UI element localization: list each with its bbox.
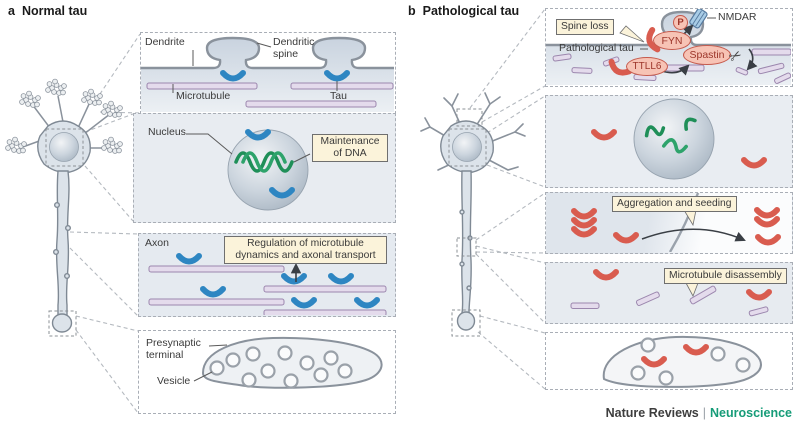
section-a-title: a Normal tau: [8, 4, 87, 18]
spine-loss-pointer: [619, 25, 645, 43]
ttll6-protein: TTLL6: [626, 57, 668, 76]
section-a-label: Normal tau: [21, 4, 88, 18]
section-a-letter: a: [8, 4, 15, 18]
microtubule-label: Microtubule: [176, 90, 231, 102]
panel-nucleus-pathological: [545, 95, 793, 188]
tau-icon: [294, 300, 314, 306]
spine-loss-callout: Spine loss: [556, 19, 614, 35]
phospho-badge: P: [673, 15, 688, 30]
pathological-neuron-nucleus: [452, 132, 482, 162]
nucleus-label: Nucleus: [148, 126, 186, 138]
pathological-tau-icon: [744, 160, 764, 166]
panel-disassembly: Microtubule disassembly: [545, 262, 793, 324]
panel-nucleus-normal: Nucleus Maintenance of DNA: [133, 113, 396, 223]
panel-spine-loss: Spine loss Pathological tau NMDAR P FYN …: [545, 8, 793, 87]
section-b-title: b Pathological tau: [408, 4, 519, 18]
section-b-label: Pathological tau: [422, 4, 520, 18]
pathological-tau-label: Pathological tau: [559, 42, 634, 54]
connector-lines-right: [469, 8, 546, 390]
normal-neuron-nucleus: [49, 132, 79, 162]
tau-icon: [331, 276, 351, 282]
dendrite-panel-art: [141, 36, 394, 112]
panel-presynaptic-pathological: [545, 332, 793, 390]
seeding-arrow: [641, 228, 746, 242]
journal-subject: Neuroscience: [710, 406, 792, 420]
fragmented-dna-icon: [644, 117, 697, 154]
fyn-protein: FYN: [653, 31, 691, 50]
journal-separator: |: [702, 406, 707, 420]
severing-arrow: [746, 48, 758, 71]
dendritic-spine-label: Dendritic spine: [273, 36, 315, 60]
tau-icon: [284, 276, 304, 282]
nucleus-pathological-art: [546, 98, 791, 180]
tau-icon: [203, 289, 223, 295]
pathological-tau-icon: [594, 132, 614, 138]
connector-lines-left: [69, 33, 141, 414]
tau-aggregate-icon: [574, 211, 594, 235]
tau-aggregate-icon: [757, 210, 778, 243]
tau-icon: [179, 256, 199, 262]
presynaptic-terminal-label: Presynaptic terminal: [146, 337, 201, 361]
dendrite-label: Dendrite: [145, 36, 185, 48]
pathological-tau-icon: [596, 272, 616, 278]
vesicles: [209, 345, 353, 389]
vesicles: [630, 337, 751, 386]
panel-dendrite-normal: Dendrite Dendritic spine Microtubule Tau: [140, 32, 396, 114]
disassembly-callout: Microtubule disassembly: [664, 268, 787, 284]
journal-credit: Nature Reviews|Neuroscience: [440, 406, 792, 420]
disassembly-pointer: [685, 282, 699, 297]
pathological-tau-icon: [749, 292, 769, 298]
nucleus-panel-art: [186, 114, 311, 211]
presynaptic-panel-art: [193, 336, 383, 389]
panel-presynaptic-normal: Presynaptic terminal Vesicle: [138, 330, 396, 414]
axon-label: Axon: [145, 237, 169, 249]
nmdar-receptor-icon: [689, 9, 708, 29]
spastin-protein: Spastin: [683, 45, 731, 65]
journal-name: Nature Reviews: [605, 406, 699, 420]
axon-panel-art: [148, 234, 387, 315]
vesicle-label: Vesicle: [157, 375, 191, 387]
panel-aggregation: Aggregation and seeding: [545, 192, 793, 254]
nmdar-label: NMDAR: [718, 11, 757, 23]
presynaptic-pathological-art: [602, 335, 762, 388]
aggregation-callout: Aggregation and seeding: [612, 196, 737, 212]
pathological-tau-icon: [616, 235, 636, 241]
regulation-callout: Regulation of microtubule dynamics and a…: [224, 236, 387, 264]
tau-icon: [357, 300, 377, 306]
maintenance-of-dna-callout: Maintenance of DNA: [312, 134, 388, 162]
pathological-neuron: [420, 92, 526, 337]
panel-axon-normal: Axon Regulation of microtubule dynamics …: [138, 233, 396, 317]
tau-label: Tau: [330, 90, 347, 102]
dna-helix-icon: [234, 151, 294, 173]
section-b-letter: b: [408, 4, 416, 18]
normal-neuron: [5, 78, 123, 337]
